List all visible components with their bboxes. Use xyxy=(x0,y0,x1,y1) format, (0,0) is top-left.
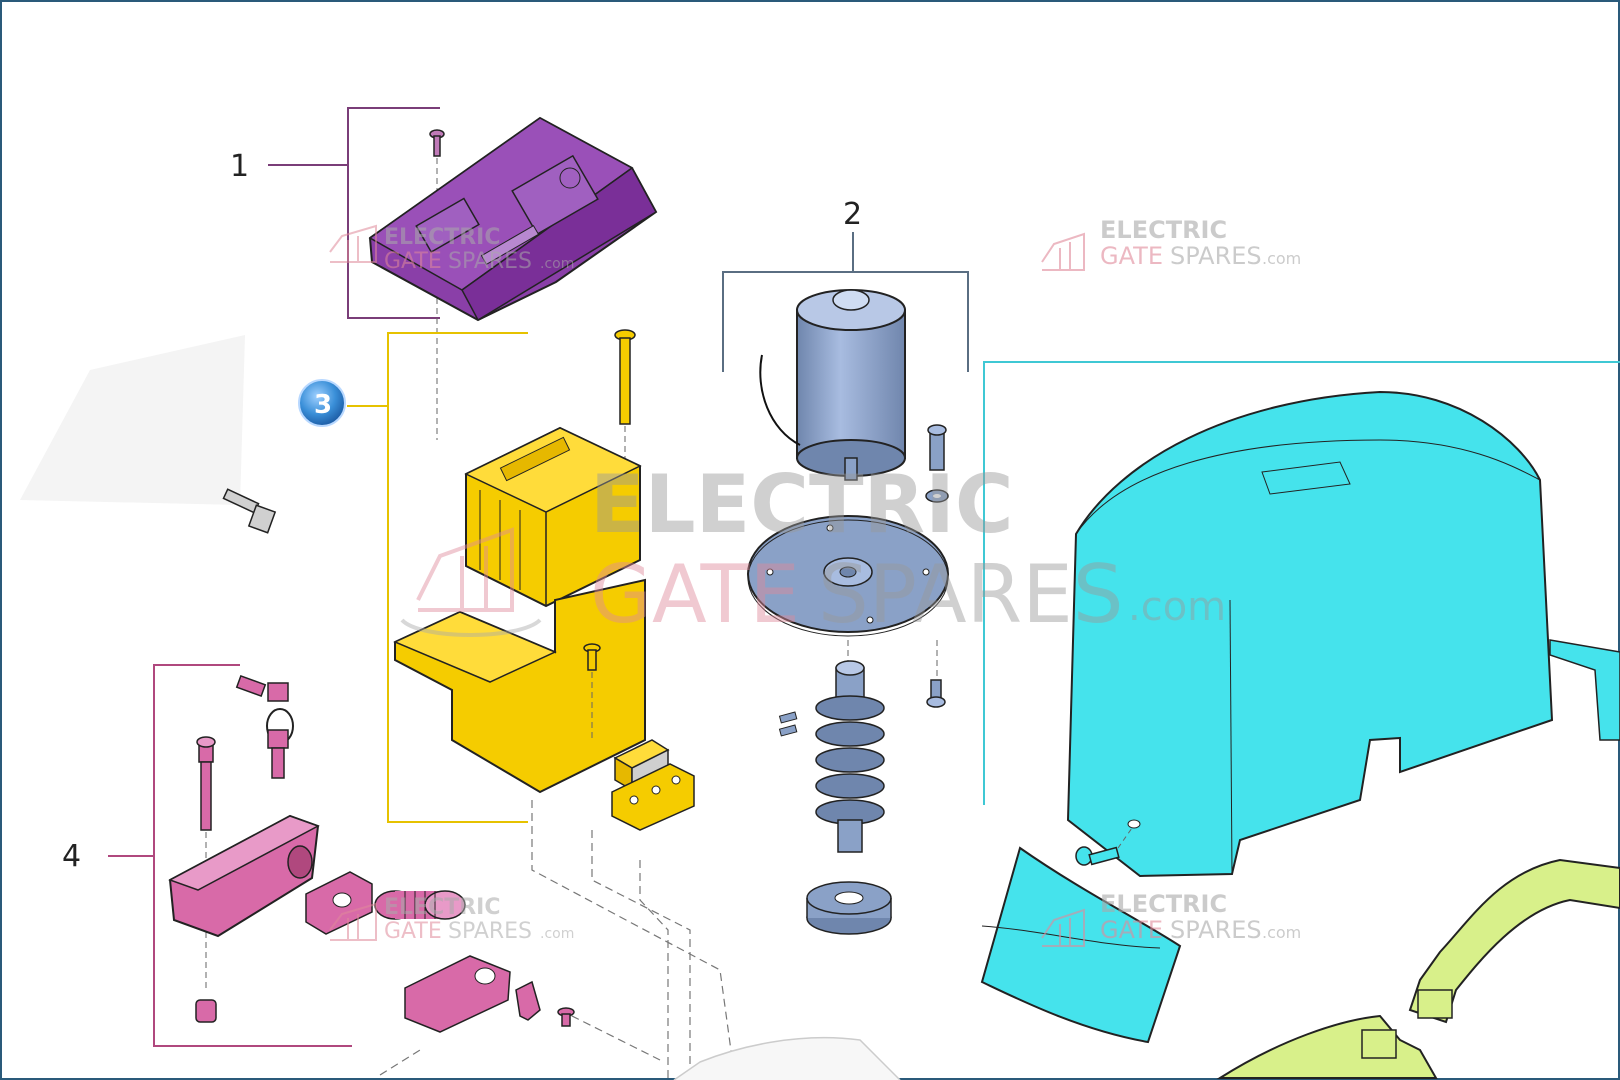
callout-number-1: 1 xyxy=(230,149,249,184)
group-4-release-mechanism: 4 xyxy=(62,488,575,1047)
callout-number-2: 2 xyxy=(843,197,862,232)
gear-rack xyxy=(1216,858,1620,1079)
svg-text:GATE: GATE xyxy=(1100,916,1163,944)
screw-icon xyxy=(196,736,216,831)
screw-icon xyxy=(557,1007,575,1027)
group-1-control-board: 1 xyxy=(230,107,658,440)
svg-text:ELECTRIC: ELECTRIC xyxy=(590,458,1014,551)
ghost-shape xyxy=(20,335,245,505)
svg-text:.com: .com xyxy=(1262,923,1301,942)
svg-text:ELECTRIC: ELECTRIC xyxy=(384,225,501,250)
svg-text:.com: .com xyxy=(1262,249,1301,268)
svg-text:SPARES: SPARES xyxy=(448,249,532,274)
watermark-small-1: ELECTRIC GATE SPARES .com xyxy=(329,224,574,274)
callout-number-3: 3 xyxy=(314,390,332,420)
screw-icon xyxy=(429,129,445,157)
bracket-group-4 xyxy=(153,664,352,1047)
svg-text:SPARES: SPARES xyxy=(1170,242,1262,270)
gear-icon xyxy=(747,515,949,637)
svg-text:SPARES: SPARES xyxy=(1170,916,1262,944)
nut xyxy=(195,999,217,1023)
bracket-group-2 xyxy=(722,271,969,372)
svg-text:GATE: GATE xyxy=(384,249,442,274)
svg-text:ELECTRIC: ELECTRIC xyxy=(1100,890,1227,918)
release-plate xyxy=(404,955,511,1033)
watermark-logo-icon xyxy=(329,224,377,263)
watermark-logo-icon xyxy=(1041,232,1085,271)
watermark-small-2: ELECTRIC GATE SPARES .com xyxy=(1041,216,1301,271)
svg-text:GATE: GATE xyxy=(1100,242,1163,270)
svg-text:SPARES: SPARES xyxy=(448,919,532,944)
bracket-group-1 xyxy=(347,107,440,319)
svg-text:SPARES: SPARES xyxy=(818,548,1124,641)
screw-icon xyxy=(583,643,601,671)
group-3-transformer: 3 xyxy=(298,329,695,831)
callout-badge-3 xyxy=(298,379,346,427)
bracket-group-5 xyxy=(983,361,1620,805)
watermark-logo-icon xyxy=(329,902,377,941)
svg-text:ELECTRIC: ELECTRIC xyxy=(1100,216,1227,244)
svg-text:.com: .com xyxy=(1128,584,1226,630)
screw-icon xyxy=(1075,846,1120,866)
screw-icon xyxy=(614,329,636,425)
assembly-guides xyxy=(379,800,736,1080)
key-icon xyxy=(235,674,294,779)
motor-icon xyxy=(759,289,906,481)
svg-text:ELECTRIC: ELECTRIC xyxy=(384,895,501,920)
svg-text:GATE: GATE xyxy=(590,548,800,641)
threaded-bush xyxy=(374,890,466,920)
ring-washer xyxy=(806,881,892,935)
svg-text:.com: .com xyxy=(540,256,574,272)
screw-icon xyxy=(926,679,946,708)
watermark-logo-icon xyxy=(400,527,542,637)
watermark-large: ELECTRIC GATE SPARES .com xyxy=(400,458,1226,641)
group-2-motor: 2 xyxy=(722,197,969,935)
base-plate-outline xyxy=(673,1036,901,1080)
side-cover-part xyxy=(1549,639,1620,741)
watermark-logo-icon xyxy=(1041,908,1085,947)
motor-cover xyxy=(1066,390,1554,878)
worm-gear xyxy=(778,660,885,853)
callout-number-4: 4 xyxy=(62,839,81,874)
svg-text:GATE: GATE xyxy=(384,919,442,944)
terminal-block xyxy=(611,739,695,831)
screw-icon xyxy=(925,424,949,503)
key-icon xyxy=(222,488,277,534)
watermark-small-3: ELECTRIC GATE SPARES .com xyxy=(329,895,574,944)
svg-text:.com: .com xyxy=(540,926,574,942)
watermark-small-4: ELECTRIC GATE SPARES .com xyxy=(1041,890,1301,947)
bracket-group-3 xyxy=(387,332,528,823)
